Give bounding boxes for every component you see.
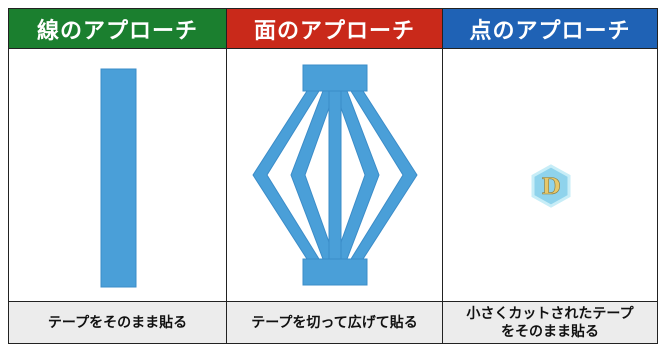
- straight-tape-graphic: [100, 68, 137, 288]
- approach-comparison-table: 線のアプローチ テープをそのまま貼る 面のアプローチ: [8, 8, 658, 344]
- panel-point-caption-line2: をそのまま貼る: [500, 323, 599, 340]
- panel-surface-title: 面のアプローチ: [227, 9, 442, 49]
- panel-point-approach: 点のアプローチ D 小さくカットされたテープ をそのまま貼る: [442, 9, 657, 343]
- panel-point-illustration: D: [443, 49, 657, 301]
- panel-surface-illustration: [227, 49, 442, 301]
- panel-point-caption-line1: 小さくカットされたテープ: [466, 305, 634, 322]
- panel-line-caption: テープをそのまま貼る: [9, 301, 226, 343]
- hex-tape-graphic: D: [531, 164, 571, 208]
- panel-line-approach: 線のアプローチ テープをそのまま貼る: [9, 9, 226, 343]
- panel-surface-caption: テープを切って広げて貼る: [227, 301, 442, 343]
- panel-surface-approach: 面のアプローチ テープを切って広げて貼る: [226, 9, 442, 343]
- panel-line-illustration: [9, 49, 226, 301]
- panel-line-title: 線のアプローチ: [9, 9, 226, 49]
- panel-point-caption: 小さくカットされたテープ をそのまま貼る: [443, 301, 657, 343]
- svg-text:D: D: [541, 174, 560, 200]
- spread-tape-graphic: [252, 64, 418, 286]
- panel-point-title: 点のアプローチ: [443, 9, 657, 49]
